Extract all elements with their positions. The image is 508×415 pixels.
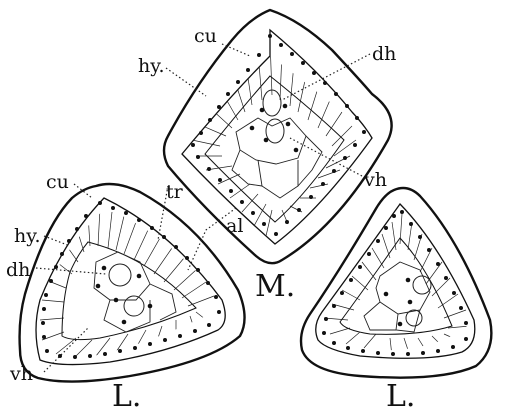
leader-cu-middle: [222, 44, 250, 56]
middle-inner-boundary: [205, 76, 344, 222]
label-tr: tr: [166, 181, 184, 203]
label-cu-middle: cu: [194, 25, 217, 47]
label-cu-left: cu: [46, 171, 69, 193]
left-internal-cells: [94, 252, 176, 332]
left-hypoderm-outline: [36, 198, 225, 365]
section-letter-right: L.: [386, 379, 415, 414]
right-cell-section: [301, 188, 491, 378]
middle-outer-wall: [164, 10, 392, 263]
section-letter-left: L.: [112, 379, 141, 414]
middle-ventral-vascular-bundle: [266, 119, 284, 143]
label-hy-left: hy.: [14, 225, 41, 247]
leader-vh-left: [44, 328, 88, 372]
label-vh-middle: vh: [363, 169, 387, 191]
label-vh-left: vh: [9, 363, 33, 385]
label-hy-middle: hy.: [138, 55, 165, 77]
label-dh-left: dh: [6, 259, 30, 281]
right-ventral-vascular-bundle: [406, 310, 422, 326]
right-hypoderm-outline: [316, 204, 475, 358]
figure-labels: cu hy. dh vh tr al cu hy. dh vh M. L. L.: [6, 25, 415, 414]
leader-hy-left: [44, 236, 70, 246]
middle-radial-fibres: [192, 40, 356, 236]
left-radial-fibres: [40, 208, 214, 356]
left-dorsal-vascular-bundle: [109, 264, 131, 286]
label-al: al: [226, 215, 243, 237]
right-outer-wall: [301, 188, 491, 378]
label-leader-lines: [36, 44, 370, 372]
middle-peripheral-dots: [191, 34, 366, 236]
right-inner-boundary: [340, 238, 452, 334]
section-letter-middle: M.: [255, 269, 295, 304]
label-dh-middle: dh: [372, 43, 396, 65]
right-dorsal-vascular-bundle: [413, 276, 431, 294]
left-ventral-vascular-bundle: [124, 296, 144, 316]
middle-internal-cells: [232, 118, 322, 198]
middle-cell-section: [164, 10, 392, 263]
right-internal-cells: [364, 262, 430, 332]
